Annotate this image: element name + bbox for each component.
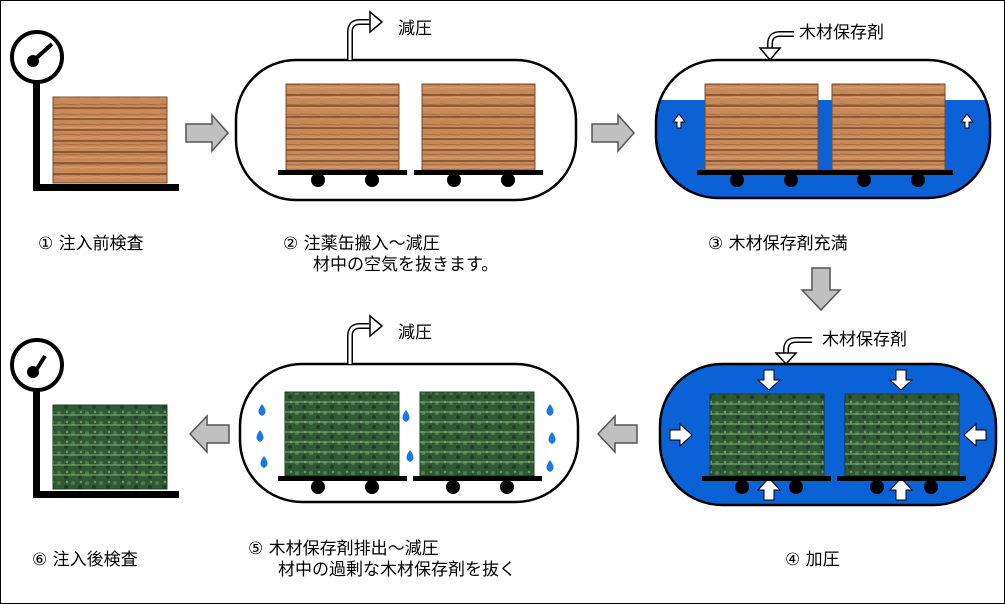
step-marker: ⑤ [248, 539, 264, 559]
rise-arrow-icon [960, 113, 974, 129]
scale-dial-icon [10, 338, 64, 392]
step6-caption: ⑥ 注入後検査 [32, 550, 138, 571]
step-marker: ① [38, 234, 54, 254]
preservative-label-bottom: 木材保存剤 [822, 330, 907, 350]
inflow-arrow-icon [774, 352, 798, 366]
pressure-arrow-icon [756, 369, 782, 391]
step2-tank-graphic [234, 10, 578, 202]
vacuum-arrow-icon [369, 10, 384, 34]
step4-tank-graphic [658, 337, 998, 507]
flow-arrow-down [800, 267, 842, 312]
vacuum-label-bottom: 減圧 [398, 323, 432, 343]
preservative-label-top: 木材保存剤 [799, 23, 884, 43]
flow-arrow-left-2 [188, 414, 230, 454]
step-marker: ② [283, 234, 299, 254]
flow-arrow-right-1 [185, 113, 230, 153]
pressure-arrow-icon [888, 477, 914, 501]
step-title: 木材保存剤充満 [728, 234, 848, 254]
inflow-arrow-icon [758, 47, 782, 62]
step-marker: ⑥ [32, 550, 48, 570]
step4-caption: ④ 加圧 [785, 550, 840, 571]
step-title: 注入前検査 [58, 234, 144, 254]
pressure-arrow-icon [669, 422, 693, 448]
step-marker: ④ [785, 550, 801, 570]
step-description: 材中の空気を抜きます。 [313, 255, 499, 275]
step2-caption: ② 注薬缶搬入～減圧 材中の空気を抜きます。 [283, 234, 498, 276]
flow-arrow-right-2 [591, 113, 636, 153]
rise-arrow-icon [672, 113, 686, 129]
step-title: 加圧 [805, 550, 840, 570]
flow-arrow-left-1 [596, 414, 638, 454]
pressure-arrow-icon [756, 477, 782, 501]
droplet-icons [256, 404, 556, 472]
step1-scale-graphic [10, 30, 179, 191]
step5-caption: ⑤ 木材保存剤排出～減圧 材中の過剰な木材保存剤を抜く [248, 539, 516, 581]
step3-tank-graphic [654, 31, 992, 200]
step-title: 注入後検査 [52, 550, 138, 570]
step1-caption: ① 注入前検査 [38, 234, 144, 255]
step3-caption: ③ 木材保存剤充満 [708, 234, 848, 255]
step-title: 木材保存剤排出～減圧 [268, 539, 439, 559]
vacuum-arrow-icon [369, 314, 384, 338]
pressure-arrow-icon [963, 422, 987, 448]
step-marker: ③ [708, 234, 724, 254]
pressure-arrow-icon [888, 369, 914, 391]
vacuum-label-top: 減圧 [398, 19, 432, 39]
step5-tank-graphic [238, 314, 580, 504]
step-title: 注薬缶搬入～減圧 [303, 234, 440, 254]
step6-scale-graphic [10, 338, 179, 498]
step-description: 材中の過剰な木材保存剤を抜く [278, 560, 516, 580]
wood-stack-untreated [52, 96, 168, 184]
